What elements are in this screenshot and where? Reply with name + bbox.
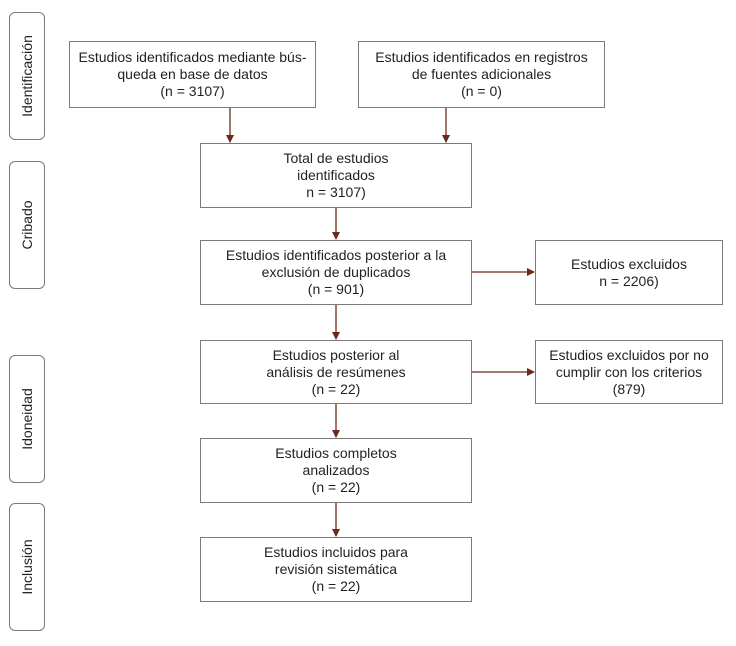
phase-inclusion: Inclusión [9, 503, 45, 631]
box-excluded-criteria: Estudios excluidos por no cumplir con lo… [535, 340, 723, 404]
box-db-search-line-2: queda en base de datos [117, 66, 268, 82]
box-excluded: Estudios excluidos n = 2206) [535, 240, 723, 305]
box-excluded-line-2: n = 2206) [599, 272, 659, 289]
box-additional-line-3: (n = 0) [461, 83, 502, 99]
box-full-text: Estudios completos analizados (n = 22) [200, 438, 472, 503]
phase-identificacion: Identificación [9, 12, 45, 140]
box-total-line-3: n = 3107) [306, 184, 366, 200]
box-db-search: Estudios identificados mediante bús- que… [69, 41, 316, 108]
phase-cribado: Cribado [9, 161, 45, 289]
box-after-abstracts-line-2: análisis de resúmenes [266, 363, 406, 380]
phase-idoneidad: Idoneidad [9, 355, 45, 483]
box-additional-sources: Estudios identificados en registros de f… [358, 41, 605, 108]
box-full-text-line-3: (n = 22) [311, 479, 361, 495]
box-total-line-2: identificados [297, 167, 375, 183]
box-excluded-line-1: Estudios excluidos [571, 255, 687, 272]
box-included-line-2: revisión sistemática [274, 561, 398, 577]
box-after-duplicates-line-2: exclusión de duplicados [261, 264, 411, 280]
box-additional-line-2: de fuentes adicionales [411, 66, 552, 82]
box-total-line-1: Total de estudios [283, 150, 389, 166]
box-excluded-criteria-line-2: cumplir con los criterios [555, 363, 703, 380]
box-after-abstracts-line-3: (n = 22) [311, 380, 361, 397]
box-after-duplicates: Estudios identificados posterior a la ex… [200, 240, 472, 305]
box-after-abstracts-line-1: Estudios posterior al [272, 346, 400, 363]
box-included-line-3: (n = 22) [311, 578, 361, 594]
box-total-identified: Total de estudios identificados n = 3107… [200, 143, 472, 208]
box-excluded-criteria-line-3: (879) [612, 380, 646, 397]
box-excluded-criteria-line-1: Estudios excluidos por no [549, 346, 709, 363]
box-db-search-line-3: (n = 3107) [160, 83, 225, 99]
box-full-text-line-2: analizados [302, 462, 370, 478]
box-after-duplicates-line-3: (n = 901) [307, 281, 365, 297]
box-after-abstracts: Estudios posterior al análisis de resúme… [200, 340, 472, 404]
box-full-text-line-1: Estudios completos [275, 445, 397, 461]
box-included-line-1: Estudios incluidos para [264, 544, 408, 560]
box-additional-line-1: Estudios identificados en registros [375, 49, 588, 65]
box-after-duplicates-line-1: Estudios identificados posterior a la [225, 247, 447, 263]
box-included: Estudios incluidos para revisión sistemá… [200, 537, 472, 602]
box-db-search-line-1: Estudios identificados mediante bús- [78, 49, 307, 65]
